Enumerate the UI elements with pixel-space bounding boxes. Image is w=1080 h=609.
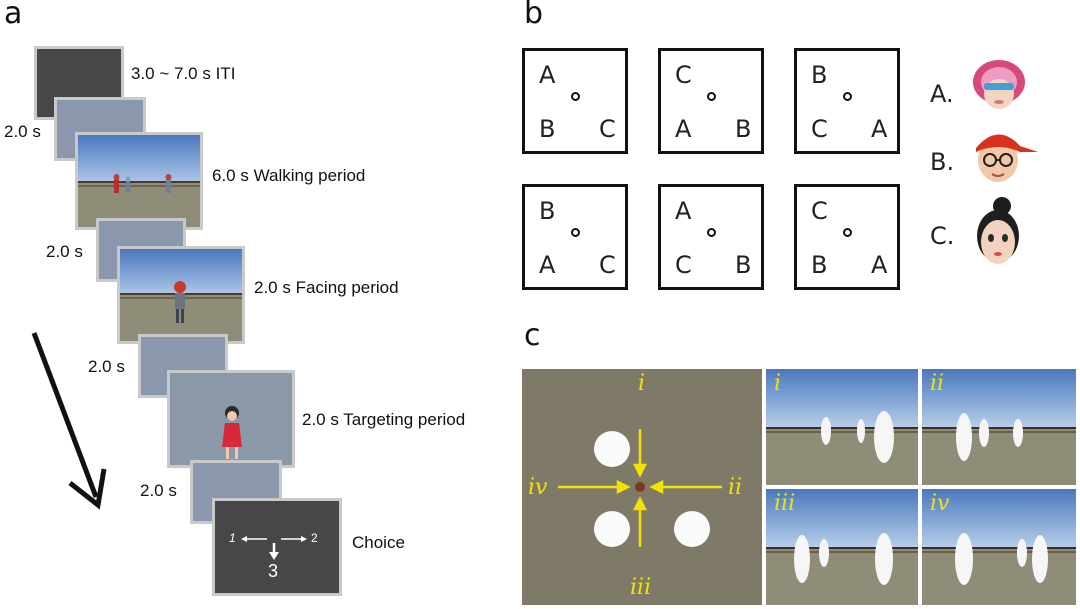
layout-1-top: A <box>539 61 556 89</box>
panel-a-label: a <box>4 0 23 31</box>
layout-2-top: C <box>675 61 692 89</box>
targeting-label: 2.0 s Targeting period <box>302 410 466 429</box>
topdown-map: i ii iii iv <box>522 369 762 605</box>
face-c-label: C. <box>930 222 955 250</box>
walking-characters <box>113 174 172 193</box>
layout-box-4: B A C <box>522 184 628 290</box>
choice-option-down: 3 <box>268 561 279 581</box>
walking-label: 6.0 s Walking period <box>212 166 366 185</box>
layout-2-bottom-right: B <box>735 115 752 143</box>
targeting-screen <box>167 370 295 468</box>
facing-label: 2.0 s Facing period <box>254 278 399 297</box>
layout-box-6: C B A <box>794 184 900 290</box>
layout-4-bottom-right: C <box>599 251 616 279</box>
face-a-label: A. <box>930 80 954 108</box>
layout-3-bottom-left: C <box>811 115 828 143</box>
view-iv: iv <box>922 489 1076 605</box>
view-i-label: i <box>774 371 782 396</box>
layout-box-3: B C A <box>794 48 900 154</box>
view-marker-iv: iv <box>528 475 548 500</box>
layout-6-bottom-left: B <box>811 251 828 279</box>
layout-1-bottom-right: C <box>599 115 616 143</box>
noise-duration-1: 2.0 s <box>4 122 41 141</box>
choice-option-left: 1 <box>229 531 236 545</box>
view-iv-label: iv <box>930 491 950 516</box>
view-i: i <box>766 369 918 485</box>
view-ii-label: ii <box>930 371 945 396</box>
choice-option-right: 2 <box>311 531 318 545</box>
layout-5-bottom-right: B <box>735 251 752 279</box>
layout-3-bottom-right: A <box>871 115 888 143</box>
face-b-icon <box>976 134 1038 182</box>
walking-screen <box>75 132 203 230</box>
layout-box-5: A C B <box>658 184 764 290</box>
noise-duration-2: 2.0 s <box>46 242 83 261</box>
layout-5-bottom-left: C <box>675 251 692 279</box>
layout-1-bottom-left: B <box>539 115 556 143</box>
target-character <box>222 406 242 459</box>
choice-screen: 1 2 3 <box>212 498 342 596</box>
layout-box-1: A B C <box>522 48 628 154</box>
noise-duration-4: 2.0 s <box>140 481 177 500</box>
layout-4-top: B <box>539 197 556 225</box>
layout-6-bottom-right: A <box>871 251 888 279</box>
noise-duration-3: 2.0 s <box>88 357 125 376</box>
face-c-icon <box>977 197 1019 264</box>
view-iii: iii <box>766 489 918 605</box>
view-marker-iii: iii <box>630 575 652 600</box>
face-b-label: B. <box>930 148 955 176</box>
layout-box-2: C A B <box>658 48 764 154</box>
layout-4-bottom-left: A <box>539 251 556 279</box>
layout-5-top: A <box>675 197 692 225</box>
panel-b-label: b <box>524 0 544 31</box>
panel-c-label: c <box>524 318 541 353</box>
iti-label: 3.0 ~ 7.0 s ITI <box>131 64 236 83</box>
face-a-icon <box>973 60 1025 109</box>
facing-character <box>174 281 186 323</box>
view-ii: ii <box>922 369 1076 485</box>
choice-label: Choice <box>352 533 405 552</box>
facing-screen <box>117 246 245 344</box>
layout-6-top: C <box>811 197 828 225</box>
layout-3-top: B <box>811 61 828 89</box>
view-iii-label: iii <box>774 491 796 516</box>
view-marker-i: i <box>638 371 646 396</box>
time-arrow <box>31 332 107 510</box>
view-marker-ii: ii <box>728 475 743 500</box>
layout-2-bottom-left: A <box>675 115 692 143</box>
